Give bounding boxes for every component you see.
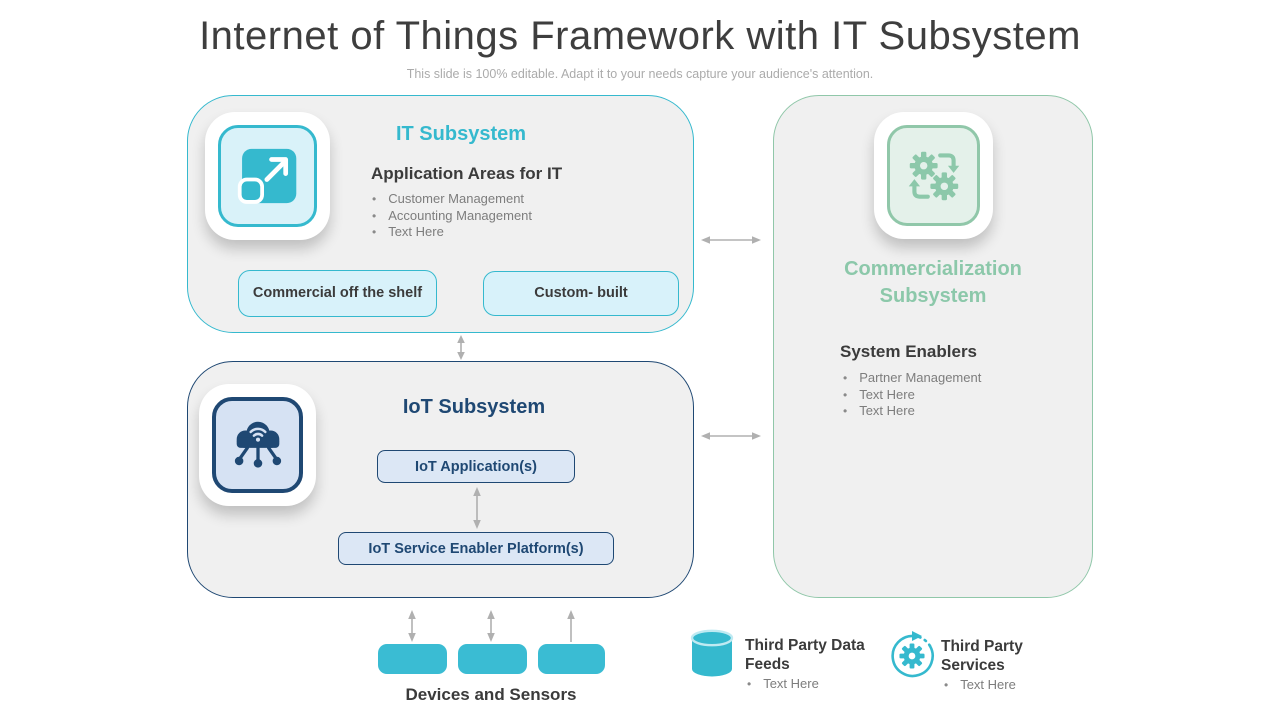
it-subsystem-title: IT Subsystem <box>395 123 527 145</box>
device-box <box>458 644 527 674</box>
database-cylinder-icon <box>690 629 734 677</box>
expand-icon-glyph <box>237 148 296 204</box>
commercialization-title: Commercialization Subsystem <box>844 258 1022 307</box>
page-title: Internet of Things Framework with IT Sub… <box>199 14 1081 58</box>
bullet-text: Text Here <box>388 224 444 239</box>
bullet-dot <box>843 403 859 418</box>
expand-icon <box>205 112 330 240</box>
bullet-text: Text Here <box>960 677 1016 692</box>
it-bullet-list: Customer Management Accounting Managemen… <box>372 191 532 241</box>
bullet-text: Partner Management <box>859 370 982 385</box>
gear-refresh-icon <box>891 631 934 678</box>
bullet-item: Partner Management <box>843 370 981 387</box>
third-party-services-title: Third Party Services <box>941 638 1023 674</box>
device-box <box>378 644 447 674</box>
arrow-it-commercialization <box>701 236 761 244</box>
bullet-item: Accounting Management <box>372 208 532 225</box>
bullet-text: Text Here <box>763 676 819 691</box>
bullet-item: Text Here <box>843 403 981 420</box>
arrow-iot-apps-platform <box>473 487 481 529</box>
bullet-dot <box>372 191 388 206</box>
bullet-item: Customer Management <box>372 191 532 208</box>
bullet-text: Text Here <box>859 403 915 418</box>
bullet-item: Text Here <box>372 224 532 241</box>
iot-subsystem-title: IoT Subsystem <box>402 396 546 418</box>
bullet-text: Accounting Management <box>388 207 533 223</box>
device-arrow <box>408 610 416 642</box>
gears-sync-icon <box>874 112 993 239</box>
third-party-data-feeds-title: Third Party Data Feeds <box>745 637 865 673</box>
bullet-dot <box>372 208 388 223</box>
iot-service-enabler-platforms-box: IoT Service Enabler Platform(s) <box>338 532 614 565</box>
arrow-iot-commercialization <box>701 432 761 440</box>
bullet-dot <box>843 370 859 385</box>
bullet-dot <box>843 387 859 402</box>
gears-sync-icon-glyph <box>908 151 959 200</box>
bullet-dot <box>372 224 388 239</box>
bullet-item: Text Here <box>843 387 981 404</box>
system-enablers-heading: System Enablers <box>840 342 978 361</box>
cloud-network-icon-glyph <box>234 421 281 468</box>
device-box <box>538 644 605 674</box>
page-subtitle: This slide is 100% editable. Adapt it to… <box>406 67 874 81</box>
bullet-text: Text Here <box>859 386 915 402</box>
iot-applications-box: IoT Application(s) <box>377 450 575 483</box>
device-arrow <box>487 610 495 642</box>
bullet-item: Text Here <box>944 677 1016 692</box>
custom-built-chip: Custom- built <box>483 271 679 316</box>
devices-label: Devices and Sensors <box>405 685 577 704</box>
it-heading: Application Areas for IT <box>371 164 563 183</box>
commercial-off-the-shelf-chip: Commercial off the shelf <box>238 270 437 317</box>
bullet-text: Customer Management <box>388 191 525 206</box>
arrow-it-iot <box>457 335 465 360</box>
bullet-item: Text Here <box>747 676 819 691</box>
device-arrow-up <box>567 610 575 642</box>
bullet-dot <box>944 677 960 692</box>
bullet-dot <box>747 676 763 691</box>
cloud-network-icon <box>199 384 316 506</box>
commercialization-bullet-list: Partner Management Text Here Text Here <box>843 370 981 420</box>
